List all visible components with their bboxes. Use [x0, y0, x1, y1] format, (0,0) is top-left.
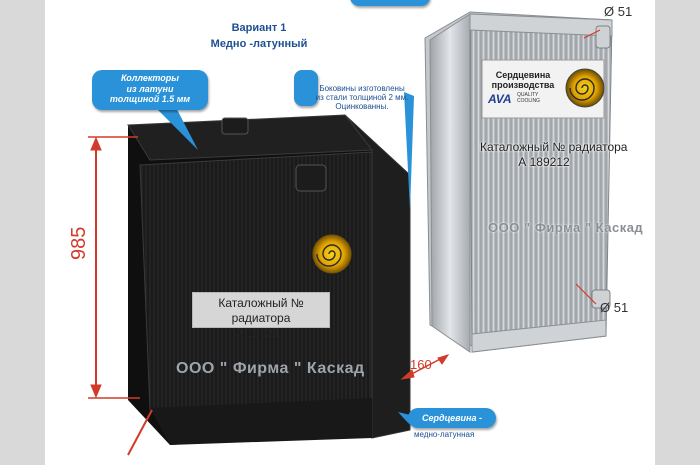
- catalog-number-right: Каталожный № радиатора А 189212: [480, 140, 628, 170]
- core-producer-line-2: производства: [491, 80, 555, 90]
- copper-brass-radiator: [127, 114, 411, 445]
- ava-tag-bottom: COOLING: [517, 98, 541, 104]
- catalog-number-left: Каталожный № радиатора А 189212: [192, 292, 330, 340]
- sidewall-line-3: Оцинкованны.: [335, 102, 389, 111]
- sidewall-note: Боковины изготовлены из стали толщиной 2…: [310, 84, 414, 111]
- core-type-note: медно-латунная: [414, 430, 475, 439]
- height-dimension-label: 985: [68, 226, 90, 260]
- pipe-bottom-diameter: Ø 51: [600, 300, 629, 315]
- depth-dimension-label: 160: [410, 357, 432, 372]
- collectors-line-3: толщиной 1.5 мм: [109, 94, 191, 104]
- sidewall-marker: [294, 70, 318, 106]
- ava-tag-top: QUALITY: [517, 92, 539, 98]
- left-margin-band: [0, 0, 45, 465]
- company-watermark-left: ООО " Фирма " Каскад: [176, 360, 365, 377]
- height-dimension-line: [88, 136, 140, 399]
- material-title: Медно -латунный: [210, 38, 308, 50]
- sidewall-line-2: из стали толщиной 2 мм.: [315, 93, 409, 102]
- top-callout-bubble: [350, 0, 430, 6]
- variant-title: Вариант 1: [231, 22, 287, 34]
- pipe-top-diameter: Ø 51: [604, 4, 633, 19]
- core-producer-line-1: Сердцевина: [495, 70, 551, 80]
- spiral-logo-left-icon: [311, 233, 353, 275]
- catalog-right-line-1: Каталожный № радиатора: [480, 140, 628, 154]
- pipe-bottom-leader: [575, 283, 597, 305]
- pipe-top-leader: [583, 29, 601, 39]
- bottom-dimension-line: [127, 409, 153, 456]
- catalog-right-line-2: А 189212: [518, 155, 570, 169]
- core-type-callout: Сердцевина -: [408, 408, 496, 428]
- catalog-left-line-1: Каталожный № радиатора: [218, 296, 304, 325]
- collectors-line-1: Коллекторы: [121, 73, 179, 83]
- core-producer-text: Сердцевина производства: [484, 70, 562, 90]
- ava-brand: AVA: [488, 92, 512, 106]
- collectors-callout: Коллекторы из латуни толщиной 1.5 мм: [92, 70, 208, 110]
- sidewall-line-1: Боковины изготовлены: [319, 84, 405, 93]
- company-watermark-right: ООО " Фирма " Каскад: [488, 220, 644, 235]
- aluminium-radiator: [424, 11, 613, 353]
- spiral-logo-icon: [565, 68, 605, 108]
- depth-dimension-line: [400, 354, 450, 380]
- ava-tag: QUALITY COOLING: [517, 92, 540, 104]
- catalog-left-line-2: А 189212: [235, 326, 287, 340]
- sidewall-callout-pointer: [404, 92, 414, 210]
- collectors-line-2: из латуни: [126, 83, 174, 94]
- right-margin-band: [655, 0, 700, 465]
